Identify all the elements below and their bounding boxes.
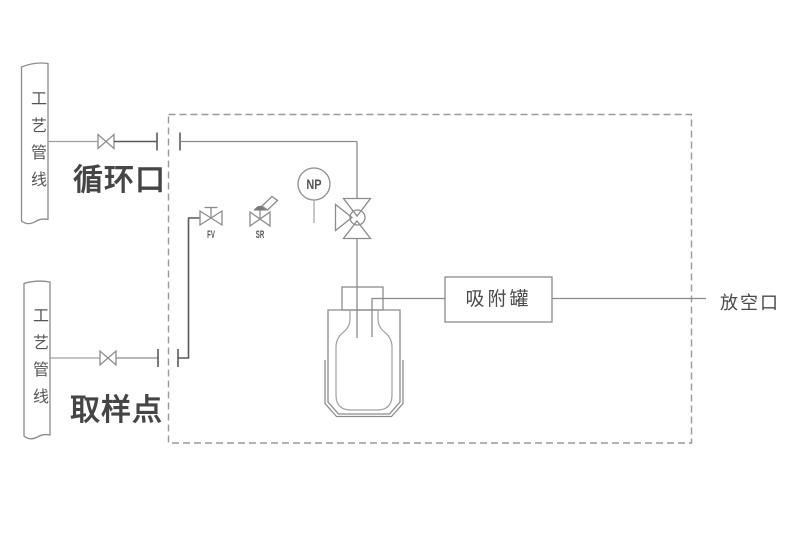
system-boundary-box: [167, 113, 693, 444]
adsorption-tank-box: [444, 276, 553, 323]
container-jacket: [324, 360, 404, 418]
bottle-container: [327, 309, 401, 415]
process-pipe-label-bottom: 工艺管线: [30, 307, 47, 415]
dip-tube-line: [371, 297, 445, 337]
process-pipe-symbol-bottom: [23, 280, 51, 440]
inner-bottle: [335, 310, 393, 411]
three-way-valve-icon: [334, 197, 372, 338]
fv-valve-tag: FV: [207, 229, 215, 241]
shutoff-valve-icon-bottom: [99, 349, 117, 367]
adsorption-tank-label: 吸附罐: [465, 289, 532, 310]
sr-valve-tag: SR: [255, 229, 265, 241]
fv-valve-icon: [199, 206, 223, 227]
np-instrument-icon: [297, 167, 331, 223]
circulation-port-label: 循环口: [73, 164, 166, 197]
sampling-point-label: 取样点: [70, 394, 163, 427]
sample-bottle-icon: [324, 286, 445, 418]
circulation-line: [48, 132, 358, 199]
vent-port-label: 放空口: [720, 293, 780, 313]
process-pipe-label-top: 工艺管线: [28, 90, 45, 198]
sr-valve-icon: [249, 195, 279, 228]
shutoff-valve-icon-top: [97, 133, 115, 150]
process-pipe-symbol-top: [20, 62, 49, 225]
sampling-line: [50, 217, 200, 367]
np-instrument-label: NP: [306, 176, 322, 192]
